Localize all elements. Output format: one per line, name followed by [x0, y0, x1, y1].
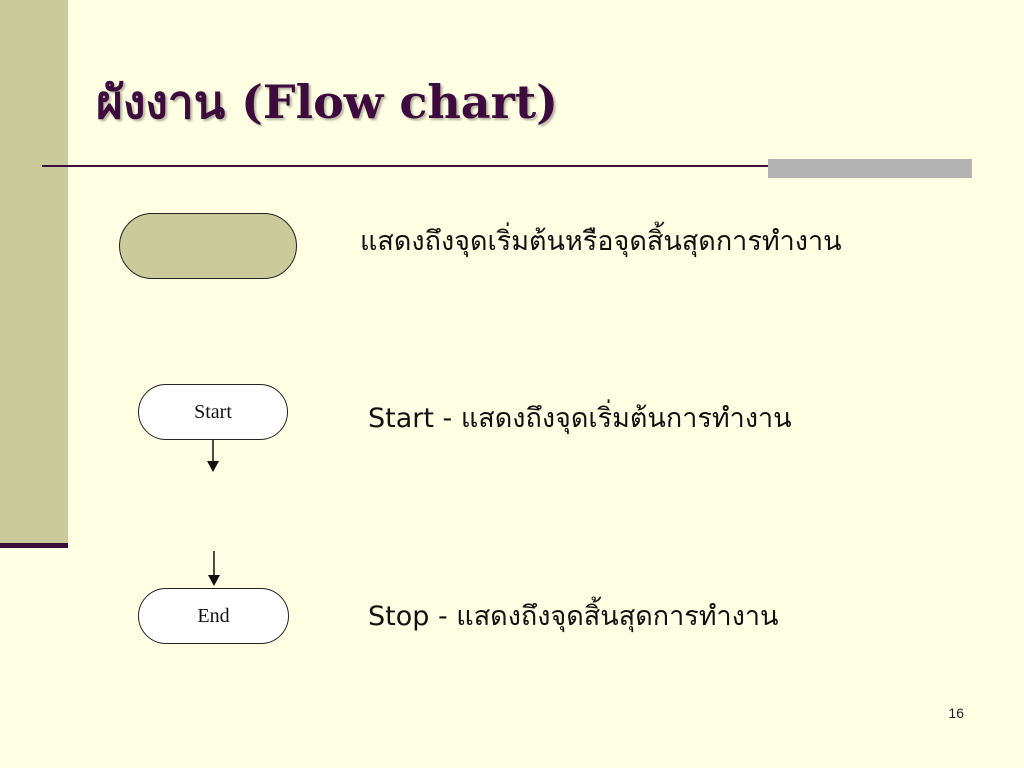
end-terminator: End	[138, 588, 289, 644]
terminator-description: แสดงถึงจุดเริ่มต้นหรือจุดสิ้นสุดการทำงาน	[360, 226, 842, 257]
terminator-symbol	[119, 213, 297, 279]
page-number: 16	[948, 705, 964, 721]
left-band-underline	[0, 543, 68, 548]
end-label: End	[197, 604, 230, 627]
title-divider	[42, 165, 972, 167]
start-label: Start	[194, 400, 232, 423]
title-divider-accent	[768, 159, 972, 178]
start-down-arrow-icon	[207, 440, 219, 472]
slide-title: ผังงาน (Flow chart)	[96, 75, 558, 129]
start-terminator: Start	[138, 384, 288, 440]
end-down-arrow-icon	[208, 551, 220, 586]
left-accent-band	[0, 0, 68, 546]
stop-description: Stop - แสดงถึงจุดสิ้นสุดการทำงาน	[368, 601, 779, 632]
start-description: Start - แสดงถึงจุดเริ่มต้นการทำงาน	[368, 403, 792, 434]
